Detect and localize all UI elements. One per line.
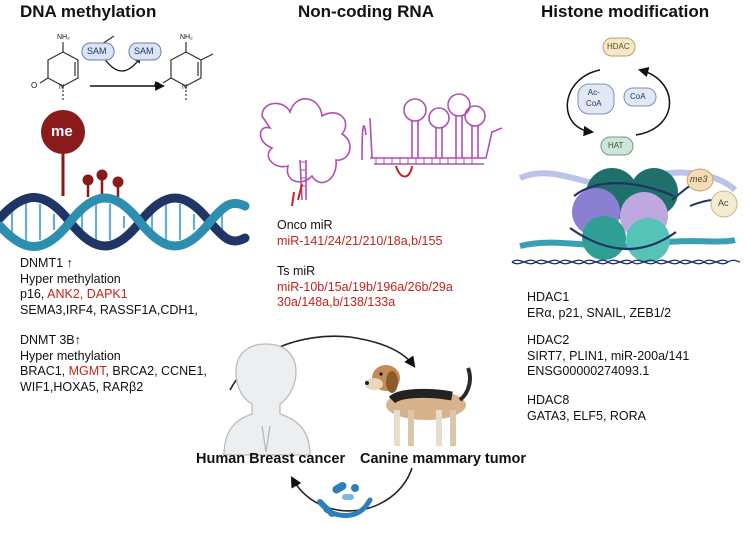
dnmt1-genes: p16, ANK2, DAPK1	[20, 287, 198, 303]
dnmt1-block: DNMT1 ↑ Hyper methylation p16, ANK2, DAP…	[20, 256, 198, 318]
onco-mir-title: Onco miR	[277, 218, 333, 232]
nh2-label-right: NH₂	[180, 34, 193, 41]
sam-left-pill	[81, 42, 115, 61]
sam-right-label: SAM	[134, 46, 154, 56]
onco-mir-block: Onco miR miR-141/24/21/210/18a,b/155	[277, 218, 442, 249]
coa-pill	[623, 87, 657, 107]
ts-mirna-hairpins-icon	[361, 93, 503, 178]
dog-figure-icon	[365, 365, 472, 446]
dnmt1-genes-prefix: p16,	[20, 287, 48, 301]
o-label-left: O	[31, 81, 38, 90]
hat-pill	[600, 136, 634, 156]
dnmt3b-block: DNMT 3B↑ Hyper methylation BRAC1, MGMT, …	[20, 333, 207, 395]
hat-label: HAT	[608, 141, 624, 150]
hdac1-genes: ERα, p21, SNAIL, ZEB1/2	[527, 305, 672, 320]
onco-mirna-hairpin-icon	[259, 98, 351, 207]
methylcytosine-right-icon	[162, 42, 214, 100]
arrow-canine-to-human	[290, 467, 413, 512]
hdac1-block: HDAC1 ERα, p21, SNAIL, ZEB1/2	[527, 290, 671, 321]
hdac-cycle-label: HDAC	[607, 42, 630, 51]
sam-transfer-arrow	[103, 57, 141, 72]
methyl-group-icon	[41, 110, 85, 154]
me3-mark	[686, 168, 714, 192]
cytosine-left-icon	[39, 42, 79, 100]
hdac2-line2: ENSG00000274093.1	[527, 364, 650, 378]
o-label-right: O	[154, 81, 161, 90]
dnmt1-line3: SEMA3,IRF4, RASSF1A,CDH1,	[20, 302, 198, 317]
dnmt1-title: DNMT1 ↑	[20, 256, 73, 270]
me-label: me	[51, 123, 73, 140]
sam-right-pill	[128, 42, 162, 61]
sam-left-label: SAM	[87, 46, 107, 56]
hdac8-genes: GATA3, ELF5, RORA	[527, 408, 647, 423]
hdac1-title: HDAC1	[527, 290, 570, 304]
hdac8-block: HDAC8 GATA3, ELF5, RORA	[527, 393, 646, 424]
hdac-hat-cycle-icon	[566, 37, 671, 156]
dnmt3b-line1: Hyper methylation	[20, 348, 121, 363]
ts-mir-title: Ts miR	[277, 264, 316, 278]
dnmt3b-genes-red: MGMT	[68, 364, 106, 378]
nucleosome-icon	[518, 168, 738, 262]
hdac-pill	[602, 37, 636, 57]
dnmt3b-title: DNMT 3B↑	[20, 333, 81, 347]
ac-mark	[710, 190, 738, 218]
dna-helix-icon	[0, 193, 250, 251]
heading-histone-modification: Histone modification	[541, 2, 710, 21]
n-label-right: N	[182, 84, 188, 91]
dnmt3b-genes-b: , BRCA2, CCNE1,	[105, 364, 207, 378]
hdac2-block: HDAC2 SIRT7, PLIN1, miR-200a/141 ENSG000…	[527, 333, 689, 380]
coa-label: CoA	[630, 92, 646, 101]
accoa-label: Ac- CoA	[586, 88, 602, 108]
dnmt1-genes-red: ANK2, DAPK1	[47, 287, 128, 301]
label-canine-mammary-tumor: Canine mammary tumor	[360, 451, 526, 467]
ac-label: Ac	[718, 198, 729, 208]
heading-non-coding-rna: Non-coding RNA	[298, 2, 434, 21]
dnmt3b-line3: WIF1,HOXA5, RARβ2	[20, 379, 144, 394]
me3-label: me3	[690, 174, 708, 184]
ts-mir-line1: miR-10b/15a/19b/196a/26b/29a	[277, 279, 453, 294]
hdac2-title: HDAC2	[527, 333, 570, 347]
heading-dna-methylation: DNA methylation	[20, 2, 157, 21]
n-label-left: N	[59, 84, 65, 91]
dnmt1-line1: Hyper methylation	[20, 271, 121, 286]
hdac8-title: HDAC8	[527, 393, 570, 407]
chromatin-dna-strand	[511, 259, 741, 265]
dnmt3b-genes: BRAC1, MGMT, BRCA2, CCNE1,	[20, 364, 207, 380]
label-human-breast-cancer: Human Breast cancer	[196, 451, 346, 467]
hand-with-pills-icon	[317, 482, 373, 518]
nh2-label-left: NH₂	[57, 34, 70, 41]
human-figure-icon	[223, 343, 311, 456]
ts-mir-line2: 30a/148a,b/138/133a	[277, 295, 396, 309]
methyl-marks-icon	[82, 169, 124, 197]
hdac2-line1: SIRT7, PLIN1, miR-200a/141	[527, 348, 690, 363]
dnmt3b-genes-a: BRAC1,	[20, 364, 69, 378]
onco-mir-list: miR-141/24/21/210/18a,b/155	[277, 233, 443, 248]
ts-mir-block: Ts miR miR-10b/15a/19b/196a/26b/29a 30a/…	[277, 264, 453, 311]
accoa-pill	[577, 83, 615, 115]
